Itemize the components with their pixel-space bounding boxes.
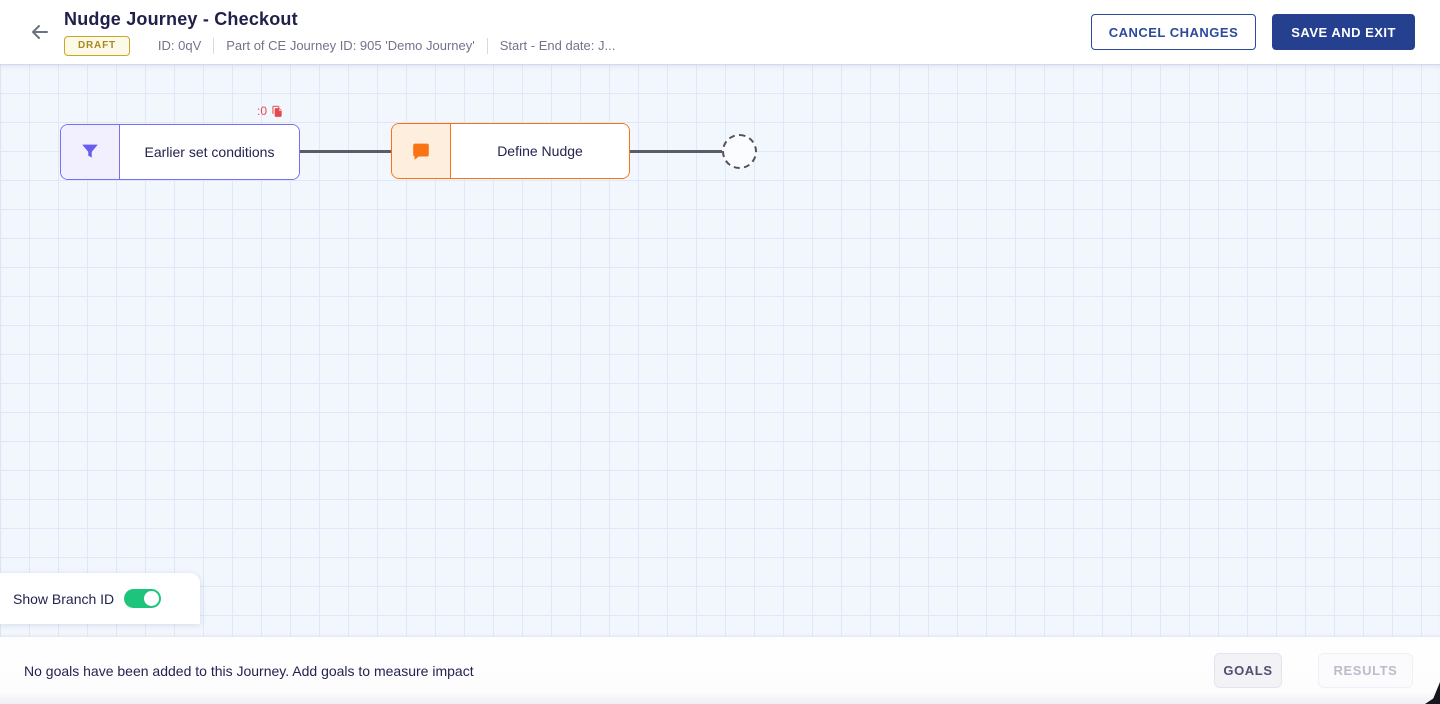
goals-button[interactable]: GOALS [1214, 653, 1282, 688]
connector-line [300, 150, 391, 153]
show-branch-id-label: Show Branch ID [13, 590, 115, 607]
toggle-knob [144, 591, 160, 606]
status-badge: DRAFT [64, 35, 130, 56]
title-block: Nudge Journey - Checkout DRAFT ID: 0qV P… [64, 8, 1091, 56]
divider [486, 37, 488, 54]
results-button[interactable]: RESULTS [1318, 653, 1413, 688]
date-range-text: Start - End date: J... [499, 38, 616, 54]
nudge-message-icon [410, 140, 432, 162]
journey-id-text: ID: 0qV [157, 38, 202, 54]
divider [213, 37, 215, 54]
arrow-left-icon [28, 20, 52, 44]
cancel-changes-button[interactable]: CANCEL CHANGES [1090, 14, 1257, 50]
save-and-exit-button[interactable]: SAVE AND EXIT [1272, 14, 1415, 50]
header-meta-row: DRAFT ID: 0qV Part of CE Journey ID: 905… [64, 35, 1091, 56]
node-define-nudge[interactable]: Define Nudge [391, 123, 630, 179]
goals-footer-bar: No goals have been added to this Journey… [0, 637, 1440, 704]
show-branch-id-panel: Show Branch ID [0, 573, 200, 624]
add-node-placeholder[interactable] [722, 134, 757, 169]
node-icon-cell [392, 124, 451, 178]
node-earlier-set-conditions[interactable]: Earlier set conditions [60, 124, 300, 180]
node-label: Earlier set conditions [120, 125, 299, 179]
branch-id-text: :0 [257, 104, 268, 118]
journey-canvas[interactable]: :0 Earlier set conditions [0, 64, 1440, 704]
show-branch-id-toggle[interactable] [124, 589, 162, 608]
parent-journey-text: Part of CE Journey ID: 905 'Demo Journey… [226, 38, 475, 54]
node-label: Define Nudge [451, 124, 629, 178]
header-actions: CANCEL CHANGES SAVE AND EXIT [1090, 14, 1415, 50]
header-bar: Nudge Journey - Checkout DRAFT ID: 0qV P… [0, 0, 1440, 64]
node-icon-cell [61, 125, 120, 179]
copy-icon[interactable] [270, 104, 284, 118]
back-button[interactable] [28, 20, 52, 44]
connector-line [630, 150, 722, 153]
filter-icon [79, 141, 101, 163]
page-title: Nudge Journey - Checkout [64, 9, 298, 30]
branch-id-badge: :0 [257, 104, 284, 118]
goals-empty-message: No goals have been added to this Journey… [24, 662, 474, 679]
